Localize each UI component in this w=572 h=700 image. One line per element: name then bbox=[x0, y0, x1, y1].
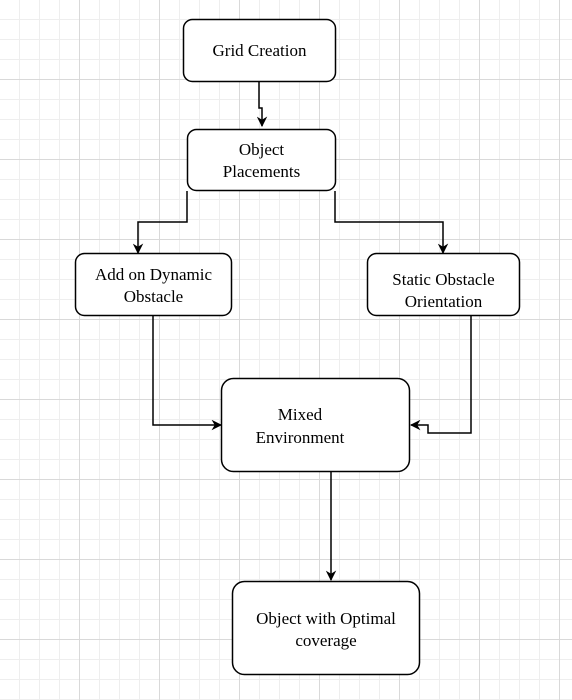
node-label: Obstacle bbox=[124, 287, 183, 306]
node-label: Object with Optimal bbox=[256, 609, 396, 628]
edge-grid-to-placements bbox=[256, 82, 268, 128]
edge-placements-to-dynamic bbox=[132, 191, 188, 255]
node-box bbox=[186, 128, 337, 192]
node-static-obstacle-orientation: Static Obstacle Orientation bbox=[366, 252, 521, 317]
node-label: Orientation bbox=[405, 292, 483, 311]
node-box bbox=[366, 252, 521, 317]
node-box bbox=[182, 18, 337, 83]
node-object-with-optimal-coverage: Object with Optimal coverage bbox=[231, 580, 421, 676]
node-label: Mixed bbox=[278, 405, 323, 424]
node-mixed-environment: Mixed Environment bbox=[220, 377, 411, 473]
node-grid-creation: Grid Creation bbox=[182, 18, 337, 83]
node-label: Object bbox=[239, 140, 285, 159]
node-label: Grid Creation bbox=[213, 41, 307, 60]
node-add-on-dynamic-obstacle: Add on Dynamic Obstacle bbox=[74, 252, 233, 317]
node-label: Add on Dynamic bbox=[95, 265, 213, 284]
node-label: Placements bbox=[223, 162, 300, 181]
edge-static-to-mixed bbox=[409, 307, 472, 434]
edge-dynamic-to-mixed bbox=[152, 310, 223, 431]
node-label: Environment bbox=[256, 428, 345, 447]
node-box bbox=[231, 580, 421, 676]
edge-placements-to-static bbox=[334, 191, 449, 255]
node-object-placements: Object Placements bbox=[186, 128, 337, 192]
node-label: coverage bbox=[295, 631, 356, 650]
node-box bbox=[220, 377, 411, 473]
node-label: Static Obstacle bbox=[392, 270, 494, 289]
node-box bbox=[74, 252, 233, 317]
